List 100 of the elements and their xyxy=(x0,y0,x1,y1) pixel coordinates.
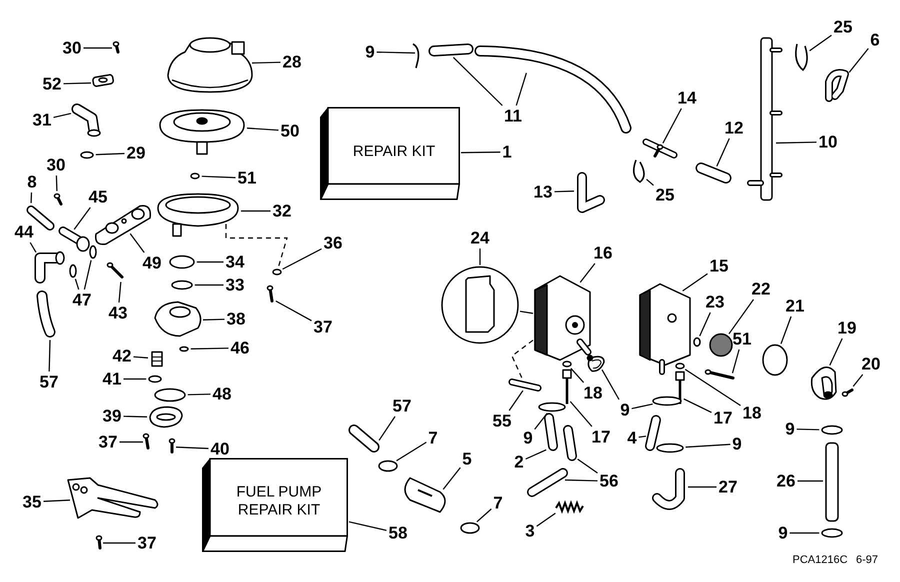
leader-line xyxy=(780,316,792,344)
kit-label: FUEL PUMP REPAIR KIT xyxy=(235,483,323,520)
callout-number: 6 xyxy=(869,30,881,50)
callout-number: 13 xyxy=(532,182,554,202)
screw-drawing xyxy=(54,193,62,206)
leader-line xyxy=(452,56,503,106)
callout-number: 42 xyxy=(112,346,132,366)
callout-number: 9 xyxy=(522,428,534,448)
callout-number: 49 xyxy=(142,254,162,272)
screw-drawing xyxy=(266,285,274,302)
leader-line xyxy=(732,349,740,374)
pliers-drawing xyxy=(67,477,158,519)
leader-line xyxy=(396,442,427,462)
leader-line xyxy=(632,404,653,410)
clip-drawing xyxy=(412,43,420,68)
callout-number: 23 xyxy=(704,292,726,312)
clamp-drawing xyxy=(378,460,398,472)
plate-drawing xyxy=(149,406,183,428)
callout-number: 25 xyxy=(832,18,854,36)
callout-number: 14 xyxy=(676,88,698,108)
leader-line xyxy=(798,480,823,482)
leader-line xyxy=(48,340,51,372)
callout-number: 50 xyxy=(280,122,300,140)
callout-number: 11 xyxy=(503,106,523,126)
leader-line xyxy=(461,152,500,154)
screw-drawing xyxy=(142,433,150,450)
screen-drawing xyxy=(151,351,163,367)
callout-number: 12 xyxy=(724,118,744,138)
o-ring-drawing xyxy=(762,344,788,376)
callout-number: 20 xyxy=(860,354,882,374)
callout-number: 16 xyxy=(592,244,614,262)
gasket-drawing xyxy=(709,333,733,357)
callout-number: 8 xyxy=(26,172,38,192)
callout-number: 58 xyxy=(388,524,408,542)
fuel-pump-drawing xyxy=(534,275,592,361)
o-ring-drawing xyxy=(171,280,193,290)
pump-cover-drawing xyxy=(167,37,253,93)
callout-number: 3 xyxy=(524,522,536,540)
leader-line xyxy=(852,374,864,387)
hose-drawing xyxy=(348,424,380,452)
leader-line xyxy=(699,312,711,336)
leader-line xyxy=(580,263,596,283)
leader-line xyxy=(684,398,712,413)
callout-number: 19 xyxy=(836,318,858,338)
leader-line xyxy=(53,112,72,118)
hose-drawing xyxy=(474,46,632,134)
callout-number: 31 xyxy=(32,110,52,130)
leader-line xyxy=(682,273,708,292)
callout-number: 37 xyxy=(98,432,118,452)
callout-number: 18 xyxy=(742,404,762,422)
leader-line xyxy=(662,108,682,144)
fuel-rail-drawing xyxy=(747,37,782,201)
callout-number: 9 xyxy=(731,434,743,454)
leader-line xyxy=(376,52,416,54)
leader-line xyxy=(202,176,236,178)
leader-line xyxy=(688,486,716,488)
o-ring-drawing xyxy=(80,151,94,159)
callout-number: 45 xyxy=(88,188,108,206)
leader-line xyxy=(378,416,396,441)
callout-number: 48 xyxy=(212,384,232,404)
callout-number: 9 xyxy=(777,524,789,542)
screw-drawing xyxy=(704,369,734,380)
callout-number: 17 xyxy=(712,408,734,428)
leader-line xyxy=(638,436,646,438)
clip-drawing xyxy=(795,44,808,71)
callout-number: 28 xyxy=(282,52,302,72)
leader-line xyxy=(30,192,32,204)
washer-drawing xyxy=(179,346,189,352)
callout-number: 26 xyxy=(776,472,796,490)
callout-number: 15 xyxy=(708,256,730,276)
leader-line xyxy=(282,248,322,270)
elbow-hose-drawing xyxy=(577,172,605,213)
callout-number: 51 xyxy=(236,168,258,188)
o-ring-drawing xyxy=(693,337,701,347)
leader-line xyxy=(96,152,125,156)
leader-line xyxy=(536,512,556,527)
callout-number: 24 xyxy=(470,228,490,248)
callout-number: 7 xyxy=(492,494,504,512)
hose-drawing xyxy=(36,290,56,338)
callout-number: 37 xyxy=(136,534,158,552)
leader-line xyxy=(476,508,492,522)
gasket-drawing xyxy=(92,74,114,88)
gasket-detail-drawing xyxy=(441,266,519,344)
leader-line xyxy=(554,190,574,192)
leader-line xyxy=(809,34,832,52)
callout-number: 29 xyxy=(126,144,146,162)
kit-label: REPAIR KIT xyxy=(352,142,436,161)
callout-number: 47 xyxy=(72,290,92,310)
tee-fitting-drawing xyxy=(642,138,678,158)
leader-line xyxy=(84,47,112,49)
o-ring-drawing xyxy=(69,264,77,278)
leader-line xyxy=(728,299,754,334)
leader-line xyxy=(534,412,548,430)
screw-drawing xyxy=(106,262,124,278)
leader-line xyxy=(516,72,527,106)
nut-drawing xyxy=(272,268,282,276)
assembly-line xyxy=(511,340,534,380)
leader-line xyxy=(520,310,534,314)
spring-drawing xyxy=(555,500,584,514)
callout-number: 34 xyxy=(224,252,246,272)
